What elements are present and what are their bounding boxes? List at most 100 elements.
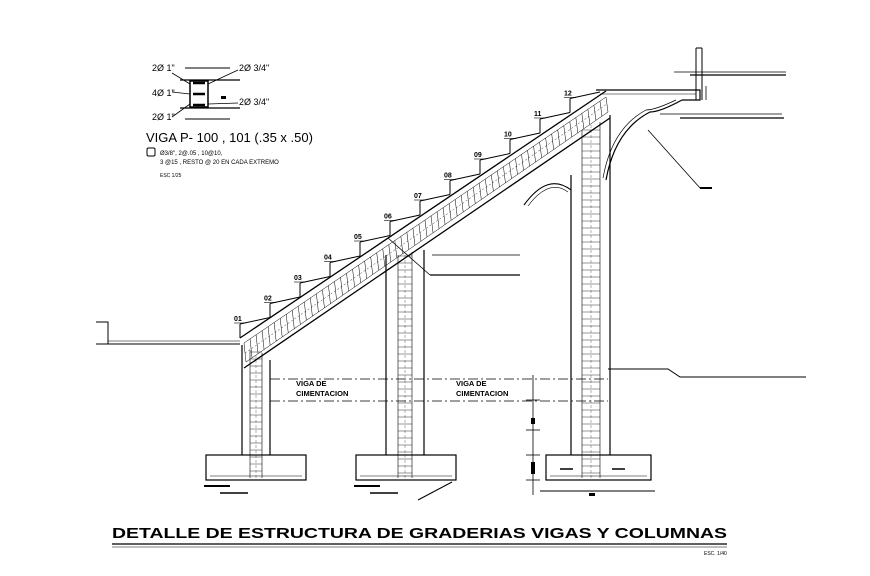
- beam-stirrup: [448, 203, 452, 221]
- beam-stirrup: [527, 150, 530, 167]
- beam-stirrup: [364, 260, 367, 279]
- beam-stirrup: [563, 125, 567, 142]
- beam-stirrup: [569, 121, 573, 138]
- beam-stirrup: [497, 170, 500, 188]
- step-label: 11: [534, 111, 542, 118]
- beam-stirrup: [412, 228, 416, 246]
- beam-stirrup: [479, 183, 482, 200]
- beam-stirrup: [485, 178, 488, 196]
- beam-stirrup: [352, 269, 355, 288]
- beam-stirrup: [575, 117, 579, 133]
- beam-stirrup: [334, 281, 337, 300]
- beam-stirrup: [545, 137, 548, 154]
- step-label: 08: [444, 173, 452, 180]
- beam-stirrup: [310, 297, 313, 317]
- step-label: 10: [504, 132, 512, 139]
- beam-stirrup: [267, 326, 271, 346]
- step-label: 03: [294, 275, 302, 282]
- beam-stirrup: [285, 314, 289, 333]
- beam-stirrup: [424, 219, 428, 238]
- beam-stirrup: [382, 248, 386, 267]
- foundation-label-2-line2: CIMENTACION: [456, 389, 508, 398]
- bar-label-top-right: 2Ø 3/4": [239, 63, 269, 73]
- stirrup-spec-1: Ø3/8", 2@.05 , 10@10,: [160, 151, 223, 157]
- beam-stirrup: [340, 277, 343, 296]
- bar-label-bottom-left: 2Ø 1": [152, 112, 175, 122]
- beam-stirrups: [243, 96, 609, 363]
- step-label: 07: [414, 193, 422, 200]
- step-label: 02: [264, 296, 272, 303]
- beam-stirrup: [436, 211, 440, 229]
- beam-stirrup: [261, 330, 265, 350]
- section-scale: ESC 1/25: [160, 173, 182, 179]
- step-label: 04: [324, 255, 332, 262]
- beam-stirrup: [466, 191, 470, 208]
- beam-stirrup: [406, 232, 410, 250]
- beam-stirrup: [255, 334, 259, 354]
- beam-stirrup: [521, 154, 524, 171]
- step-label: 06: [384, 214, 392, 221]
- vertical-dimension: [526, 375, 540, 495]
- beam-stirrup: [292, 310, 295, 329]
- beam-stirrup: [418, 224, 422, 242]
- step-label: 01: [234, 316, 242, 323]
- beam-stirrup: [587, 109, 591, 125]
- stirrup-icon: [146, 147, 156, 157]
- footing-1: [204, 454, 307, 494]
- beam-stirrup: [346, 273, 349, 292]
- beam-stirrup: [593, 105, 597, 121]
- main-scale: ESC. 1/40: [704, 551, 727, 557]
- inclined-beam: [239, 89, 701, 369]
- beam-stirrup: [491, 174, 494, 192]
- beam-stirrup: [388, 244, 392, 263]
- beam-stirrup: [473, 187, 476, 204]
- callouts: [387, 47, 786, 276]
- beam-stirrup: [503, 166, 506, 183]
- beam-stirrup: [460, 195, 464, 213]
- beam-stirrup: [279, 318, 283, 338]
- bar-label-top-left: 2Ø 1": [152, 63, 175, 73]
- column-1: [241, 345, 271, 478]
- beam-stirrup: [551, 133, 554, 150]
- bar-label-mid-left: 4Ø 1": [152, 88, 175, 98]
- beam-stirrup: [430, 215, 434, 233]
- beam-stirrup: [370, 256, 373, 275]
- foundation-beam: [270, 378, 608, 402]
- beam-stirrup: [243, 342, 247, 363]
- left-ground: [96, 321, 240, 345]
- main-title: DETALLE DE ESTRUCTURA DE GRADERIAS VIGAS…: [112, 525, 727, 542]
- beam-stirrup: [273, 322, 277, 342]
- bar-label-bottom-right: 2Ø 3/4": [239, 97, 269, 107]
- beam-stirrup: [358, 265, 361, 283]
- beam-stirrup: [605, 96, 609, 113]
- column-stirrups: [250, 129, 600, 474]
- foundation-label-1-line1: VIGA DE: [296, 379, 327, 388]
- beam-stirrup: [581, 113, 585, 129]
- step-label: 05: [354, 234, 362, 241]
- beam-stirrup: [328, 285, 331, 304]
- beam-stirrup: [316, 293, 319, 313]
- beam-stirrup: [533, 146, 536, 163]
- beam-title: VIGA P- 100 , 101 (.35 x .50): [146, 130, 313, 145]
- beam-stirrup: [539, 142, 542, 158]
- footing-3: [540, 454, 655, 496]
- beam-section-detail: 2Ø 1" 4Ø 1" 2Ø 1" 2Ø 3/4" 2Ø 3/4" VIGA P…: [146, 63, 313, 179]
- beam-stirrup: [515, 158, 518, 175]
- stirrup-spec-2: 3 @15 , RESTO @ 20 EN CADA EXTREMO: [160, 160, 279, 166]
- bleacher-steps: 01 02 03 04 05 06 07 08 09 10 11 12: [234, 91, 601, 338]
- foundation-label-2-line1: VIGA DE: [456, 379, 487, 388]
- footing-2: [354, 454, 457, 501]
- beam-stirrup: [376, 252, 379, 271]
- beam-stirrup: [509, 162, 512, 179]
- beam-stirrup: [557, 129, 560, 146]
- column-2: [385, 250, 425, 478]
- beam-stirrup: [599, 101, 603, 117]
- beam-stirrup: [394, 240, 398, 258]
- beam-stirrup: [322, 289, 325, 308]
- step-label: 12: [564, 91, 572, 98]
- beam-stirrup: [304, 301, 307, 321]
- step-label: 09: [474, 152, 482, 159]
- beam-stirrup: [249, 338, 253, 358]
- column-3: [523, 115, 611, 478]
